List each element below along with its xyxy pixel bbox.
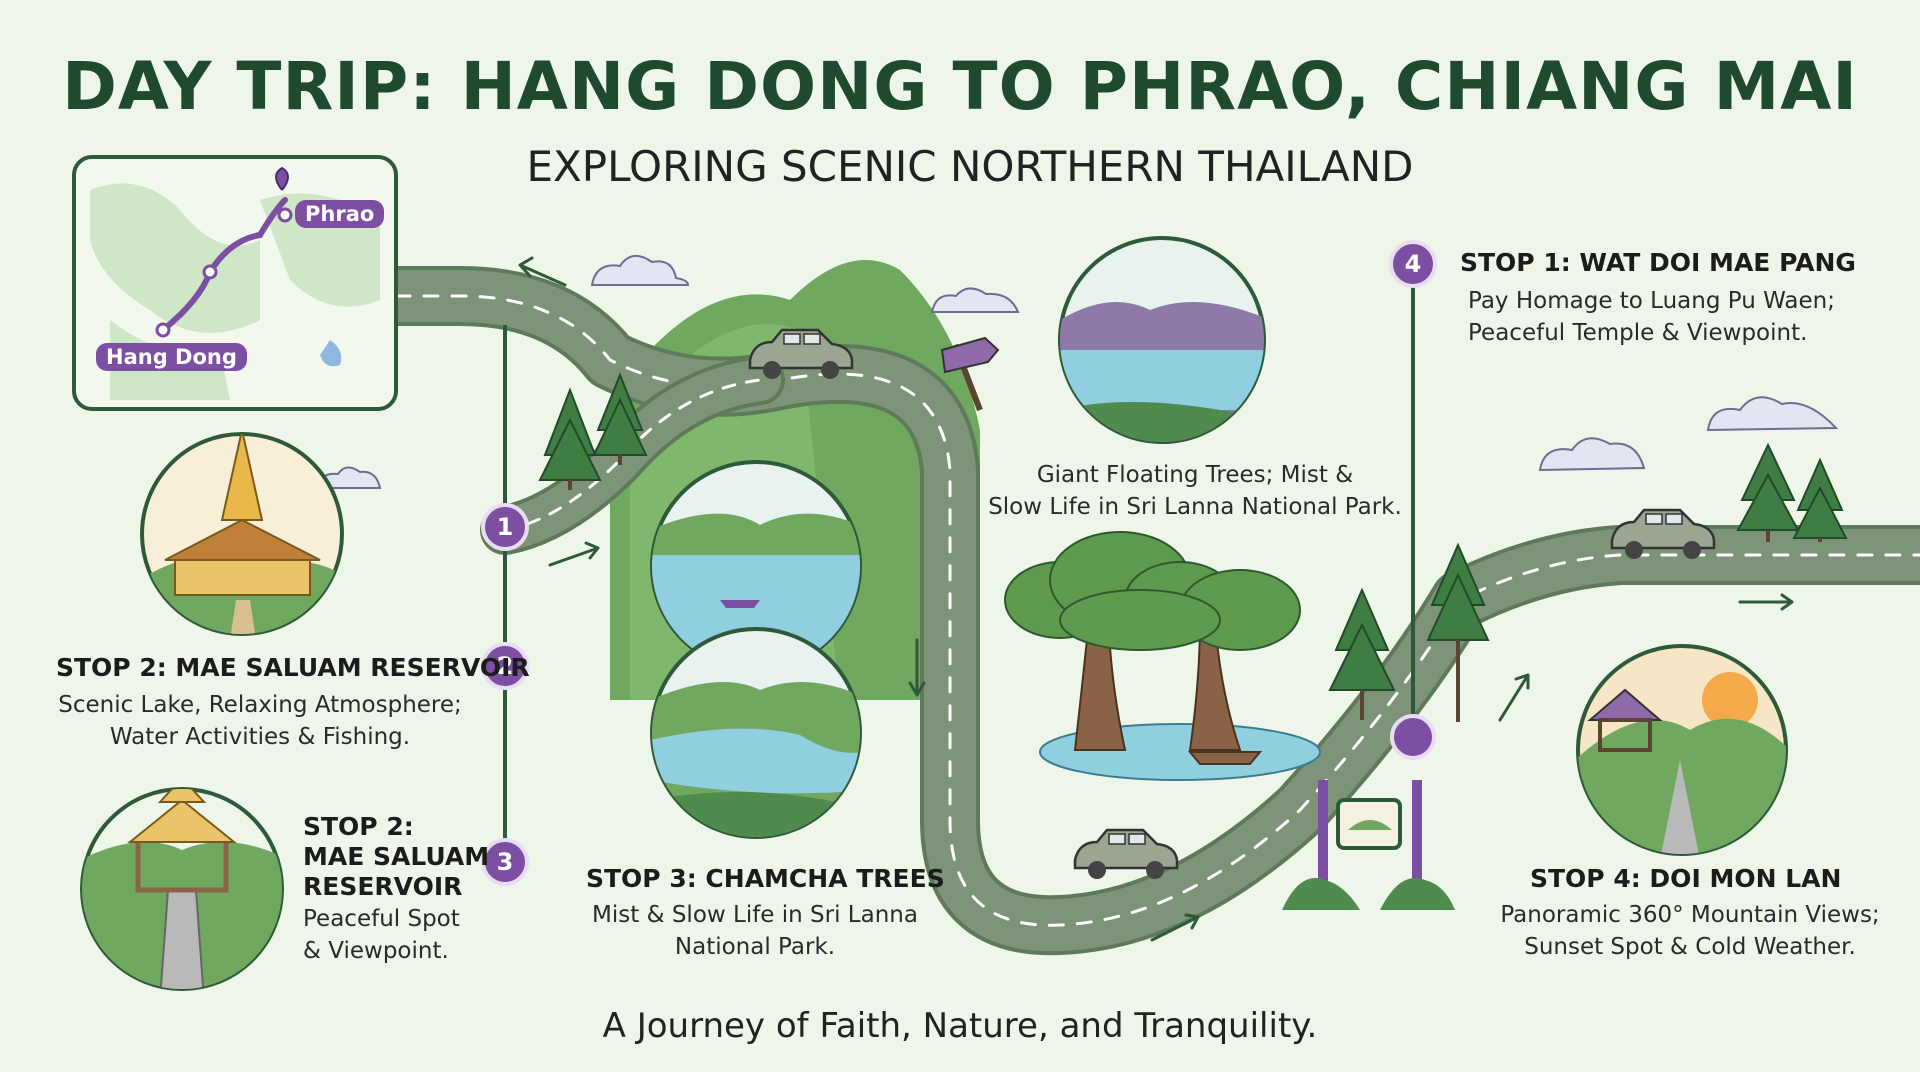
- stop-desc-doi-mon-lan: Panoramic 360° Mountain Views; Sunset Sp…: [1500, 902, 1880, 960]
- stop-badge-4: 4: [1389, 240, 1437, 288]
- pavilion-illustration: [80, 787, 284, 991]
- temple-illustration: [140, 432, 344, 636]
- map-label-phrao: Phrao: [295, 200, 385, 228]
- reservoir-illustration-bottom: [650, 627, 862, 839]
- footer-tagline: A Journey of Faith, Nature, and Tranquil…: [602, 1006, 1318, 1046]
- page-title: DAY TRIP: HANG DONG TO PHRAO, CHIANG MAI: [62, 48, 1858, 125]
- clouds: [316, 255, 1839, 489]
- stop-desc-mae-saluam-viewpoint: Peaceful Spot & Viewpoint.: [303, 906, 460, 964]
- stop-desc-mae-saluam: Scenic Lake, Relaxing Atmosphere; Water …: [58, 692, 462, 750]
- stop-title-doi-mon-lan: STOP 4: DOI MON LAN: [1530, 864, 1842, 893]
- sunset-viewpoint-illustration: [1576, 644, 1788, 856]
- stop-badge-2: 2: [481, 642, 529, 690]
- stop-title-mae-saluam-viewpoint: STOP 2: MAE SALUAM RESERVOIR: [303, 812, 490, 901]
- stop-title-mae-saluam: STOP 2: MAE SALUAM RESERVOIR: [56, 653, 530, 682]
- stop-title-wat-doi-mae-pang: STOP 1: WAT DOI MAE PANG: [1460, 248, 1856, 277]
- stop-badge-3: 3: [481, 838, 529, 886]
- map-label-hang-dong: Hang Dong: [96, 343, 247, 371]
- stop-title-chamcha-trees: STOP 3: CHAMCHA TREES: [586, 864, 945, 893]
- signpost-icon: [940, 336, 1000, 412]
- inset-map: [72, 155, 398, 411]
- floating-trees-illustration: [1004, 531, 1321, 781]
- park-gate-icon: [1282, 780, 1455, 910]
- map-pin-icon: [275, 166, 289, 191]
- stop-desc-chamcha-trees: Mist & Slow Life in Sri Lanna National P…: [592, 902, 918, 960]
- stop-badge-1: 1: [481, 503, 529, 551]
- page-subtitle: EXPLORING SCENIC NORTHERN THAILAND: [526, 142, 1414, 191]
- road-junction-dot: [1390, 714, 1436, 760]
- caption-floating-trees: Giant Floating Trees; Mist & Slow Life i…: [988, 462, 1402, 520]
- mist-lake-illustration: [1058, 236, 1266, 444]
- stop-desc-wat-doi-mae-pang: Pay Homage to Luang Pu Waen; Peaceful Te…: [1468, 288, 1835, 346]
- pine-trees: [538, 372, 1848, 722]
- car-icon: [748, 328, 1716, 879]
- direction-arrows: [518, 256, 1794, 942]
